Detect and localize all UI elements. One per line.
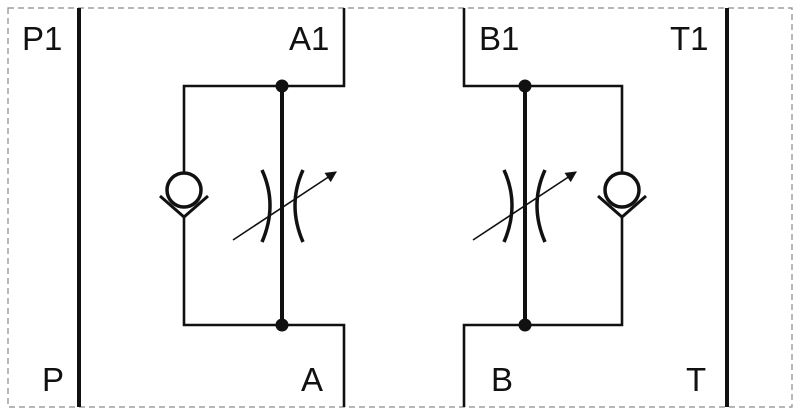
b-bypass-line-lower	[525, 218, 624, 327]
a-bypass-line	[182, 84, 282, 172]
junction-dot	[518, 79, 532, 93]
port-label-a: A	[301, 361, 323, 398]
check-valve-icon	[597, 171, 647, 219]
adjustable-throttle-icon	[232, 169, 337, 243]
junction-dot	[275, 318, 289, 332]
adjustable-throttle-icon	[472, 169, 577, 243]
port-label-t: T	[686, 361, 706, 398]
b-port-line-lower	[462, 323, 525, 407]
port-label-b: B	[491, 361, 513, 398]
junction-dot	[518, 318, 532, 332]
b-bypass-line	[525, 84, 624, 172]
junction-dot	[275, 79, 289, 93]
port-label-p: P	[42, 361, 64, 398]
block-outline	[7, 7, 793, 408]
port-label-t1: T1	[670, 20, 709, 57]
b-port-line-upper	[462, 8, 525, 88]
port-label-p1: P1	[22, 20, 62, 57]
left-circuit	[159, 79, 337, 332]
a-bypass-line-lower	[182, 218, 282, 327]
a-port-line-lower	[282, 323, 346, 407]
check-valve-icon	[159, 171, 209, 219]
right-circuit	[472, 79, 647, 332]
port-label-a1: A1	[289, 20, 329, 57]
a-port-line-upper	[282, 8, 346, 88]
port-label-b1: B1	[479, 20, 519, 57]
